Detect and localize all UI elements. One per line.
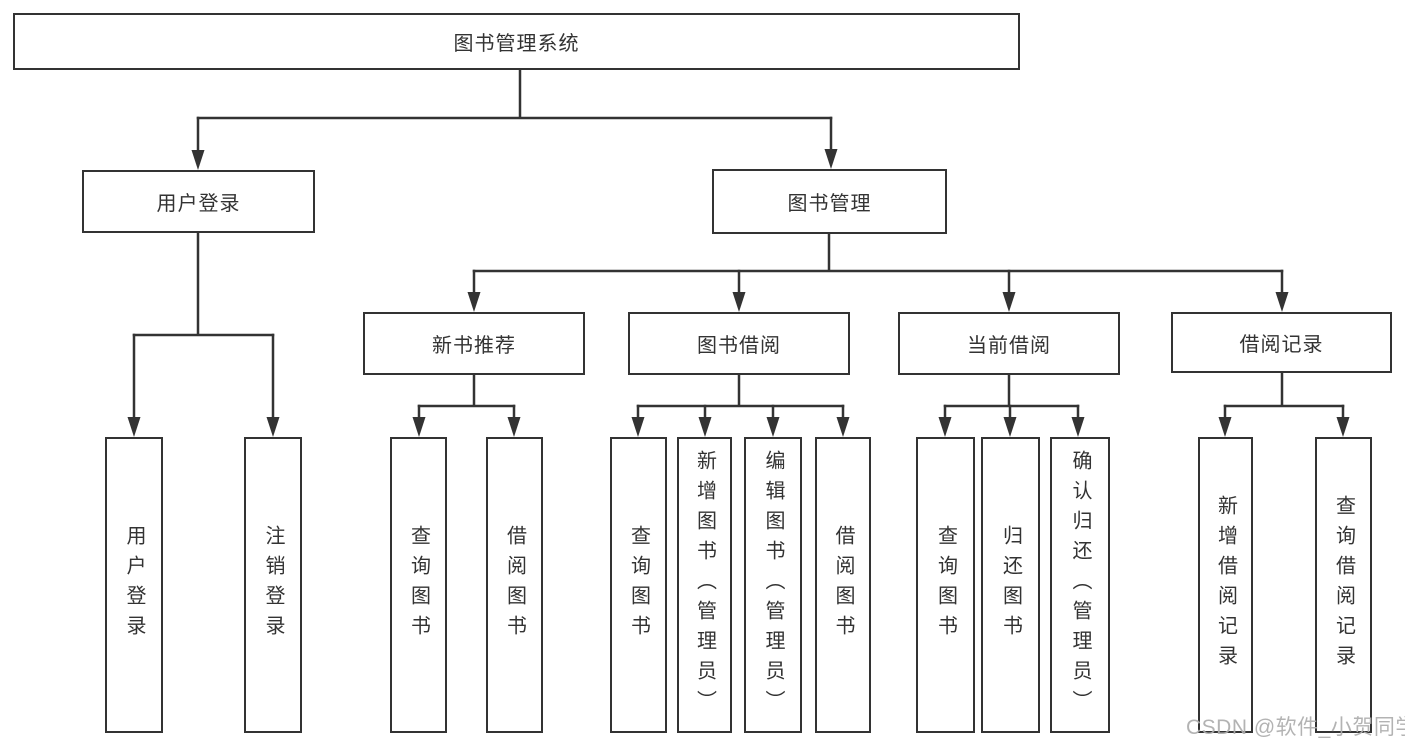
node-book-borrowing: 图书借阅: [628, 312, 850, 375]
arrowheads: [127, 149, 1350, 437]
node-label: 编辑图书（管理员）: [762, 450, 784, 720]
node-label: 借阅图书: [503, 525, 526, 645]
node-label: 借阅记录: [1239, 334, 1324, 356]
node-label: 新增图书（管理员）: [693, 450, 716, 720]
leaf-borrow-books-recommend: 借阅图书: [486, 437, 543, 733]
leaf-logout: 注销登录: [244, 437, 302, 733]
node-current-borrowing: 当前借阅: [898, 312, 1120, 375]
node-label: 图书管理: [787, 193, 872, 215]
csdn-watermark: CSDN @软件_小贺同学: [1186, 716, 1405, 739]
leaf-query-borrow-record: 查询借阅记录: [1315, 437, 1372, 733]
node-book-management: 图书管理: [712, 169, 947, 234]
leaf-query-books-recommend: 查询图书: [390, 437, 447, 733]
leaf-user-login: 用户登录: [105, 437, 163, 733]
leaf-query-books-current: 查询图书: [916, 437, 975, 733]
node-label: 查询借阅记录: [1332, 495, 1355, 675]
node-label: 用户登录: [123, 525, 145, 645]
node-user-login: 用户登录: [82, 170, 315, 233]
node-label: 借阅图书: [832, 525, 854, 645]
leaf-borrow-books-borrowing: 借阅图书: [815, 437, 871, 733]
node-label: 新书推荐: [432, 335, 516, 357]
node-label: 查询图书: [934, 525, 957, 645]
leaf-confirm-return-admin: 确认归还（管理员）: [1050, 437, 1110, 733]
leaf-return-books: 归还图书: [981, 437, 1040, 733]
node-label: 确认归还（管理员）: [1069, 450, 1091, 720]
leaf-add-books-admin: 新增图书（管理员）: [677, 437, 732, 733]
node-label: 图书借阅: [697, 335, 781, 357]
node-label: 新增借阅记录: [1214, 495, 1237, 675]
node-label: 归还图书: [999, 525, 1022, 645]
node-borrowing-records: 借阅记录: [1171, 312, 1392, 373]
node-library-management-system: 图书管理系统: [13, 13, 1020, 70]
node-new-book-recommendation: 新书推荐: [363, 312, 585, 375]
node-label: 当前借阅: [967, 335, 1051, 357]
leaf-query-books-borrowing: 查询图书: [610, 437, 667, 733]
node-label: 查询图书: [407, 525, 430, 645]
leaf-edit-books-admin: 编辑图书（管理员）: [744, 437, 802, 733]
node-label: 用户登录: [156, 193, 241, 215]
leaf-add-borrow-record: 新增借阅记录: [1198, 437, 1253, 733]
node-label: 注销登录: [262, 525, 284, 645]
node-label: 图书管理系统: [453, 33, 580, 55]
node-label: 查询图书: [627, 525, 650, 645]
